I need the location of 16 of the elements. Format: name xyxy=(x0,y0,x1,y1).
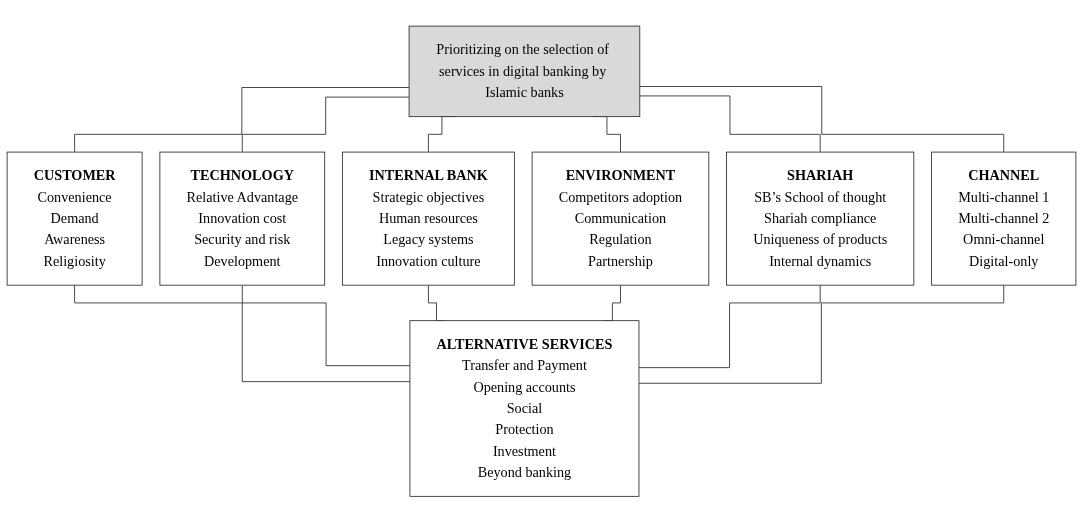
connector xyxy=(638,285,821,369)
node-box: INTERNAL BANK Strategic objectives Human resources Legacy systems Innovation culture xyxy=(341,151,515,286)
node-box: Prioritizing on the selection of services in digital banking by Islamic banks xyxy=(408,25,641,118)
node-box: ALTERNATIVE SERVICES Transfer and Payment Opening accounts Social Protection Investment Beyond banking xyxy=(409,320,640,498)
node-box: CUSTOMER Convenience Demand Awareness Religiosity xyxy=(6,151,143,286)
connector xyxy=(638,285,1005,384)
connector xyxy=(74,87,410,153)
node-box: CHANNEL Multi-channel 1 Multi-channel 2 Omni-channel Digital-only xyxy=(931,151,1077,286)
connector xyxy=(639,86,1005,153)
node-box: SHARIAH SB’s School of thought Shariah compliance Uniqueness of products Internal dynamics xyxy=(726,151,915,286)
node-box: ENVIRONMENT Competitors adoption Communication Regulation Partnership xyxy=(531,151,710,286)
connector xyxy=(241,285,411,367)
connector xyxy=(74,285,411,383)
connector xyxy=(639,95,821,153)
node-box: TECHNOLOGY Relative Advantage Innovation cost Security and risk Development xyxy=(159,151,326,286)
connector xyxy=(241,96,410,153)
